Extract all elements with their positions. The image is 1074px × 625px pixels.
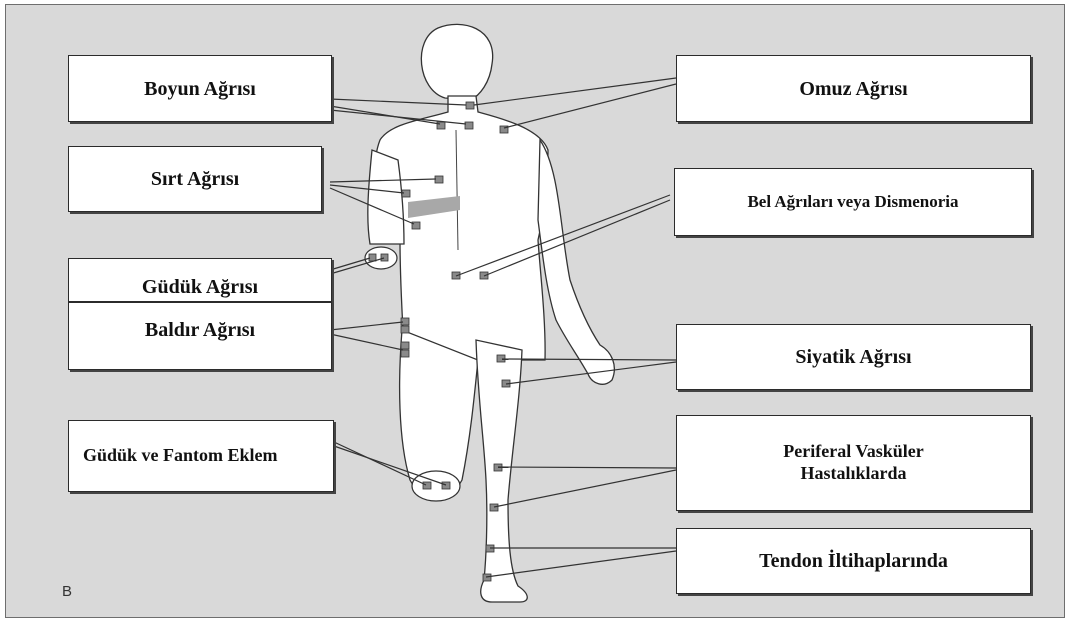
left-thigh-stump — [400, 330, 478, 495]
figure-letter: B — [62, 583, 72, 600]
marker-stump-arm-1 — [369, 254, 376, 261]
label-guduk-fantom: Güdük ve Fantom Eklem — [68, 420, 334, 492]
marker-upper-back — [435, 176, 443, 183]
marker-thigh-2 — [401, 326, 409, 333]
marker-stump-leg-1 — [423, 482, 431, 489]
marker-thigh-3 — [401, 342, 409, 349]
marker-thigh-4 — [401, 350, 409, 357]
marker-stump-leg-2 — [442, 482, 450, 489]
label-sirt-agrisi: Sırt Ağrısı — [68, 146, 322, 212]
label-bel-agrilari: Bel Ağrıları veya Dismenoria — [674, 168, 1032, 236]
label-periferal-vaskuler: Periferal Vasküler Hastalıklarda — [676, 415, 1031, 511]
marker-neck-center — [465, 122, 473, 129]
marker-neck — [466, 102, 474, 109]
label-baldir-agrisi: Baldır Ağrısı — [68, 302, 332, 370]
left-arm-stump — [368, 150, 404, 244]
right-arm — [538, 140, 614, 384]
head — [421, 24, 492, 100]
label-omuz-agrisi: Omuz Ağrısı — [676, 55, 1031, 122]
label-boyun-agrisi: Boyun Ağrısı — [68, 55, 332, 122]
marker-ankle-2 — [483, 574, 491, 581]
label-siyatik-agrisi: Siyatik Ağrısı — [676, 324, 1031, 390]
marker-shin — [490, 504, 498, 511]
label-guduk-agrisi: Güdük Ağrısı — [68, 258, 332, 302]
label-tendon-iltihaplari: Tendon İltihaplarında — [676, 528, 1031, 594]
marker-stump-arm-2 — [381, 254, 388, 261]
marker-neck-left — [437, 122, 445, 129]
